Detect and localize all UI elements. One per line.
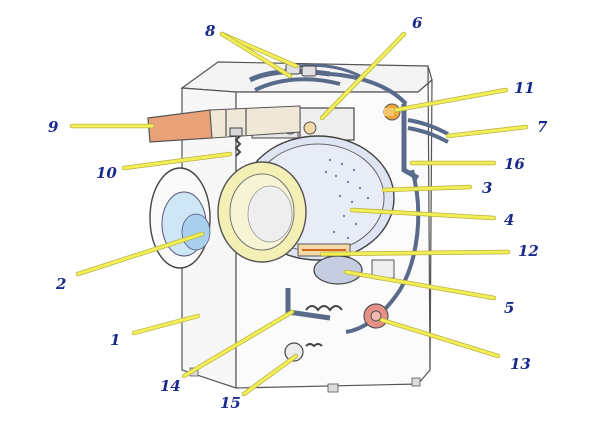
callout-15: 15	[220, 394, 241, 412]
callout-labels: 1 2 3 4 5 6 7 8 9 10 11 12 13 14 15 16	[48, 14, 548, 412]
door	[149, 167, 211, 269]
callout-8: 8	[205, 22, 216, 40]
callout-3: 3	[482, 179, 492, 197]
callout-2: 2	[55, 275, 66, 293]
leader-lines	[69, 31, 529, 397]
callout-12: 12	[518, 242, 539, 260]
filter	[284, 342, 323, 362]
temperature-sensor	[383, 103, 401, 121]
rear-hoses	[345, 104, 449, 334]
callout-16: 16	[504, 155, 525, 173]
callout-9: 9	[48, 118, 59, 136]
callout-4: 4	[504, 211, 514, 229]
callout-10: 10	[96, 164, 117, 182]
callout-11: 11	[514, 79, 535, 97]
callout-14: 14	[160, 377, 181, 395]
suspension-spring	[229, 127, 243, 157]
drum-opening	[217, 161, 307, 263]
drain-pump	[363, 303, 389, 329]
callout-5: 5	[504, 299, 514, 317]
callout-7: 7	[537, 118, 548, 136]
callout-13: 13	[510, 355, 531, 373]
callout-6: 6	[412, 14, 423, 32]
callout-1: 1	[110, 331, 120, 349]
